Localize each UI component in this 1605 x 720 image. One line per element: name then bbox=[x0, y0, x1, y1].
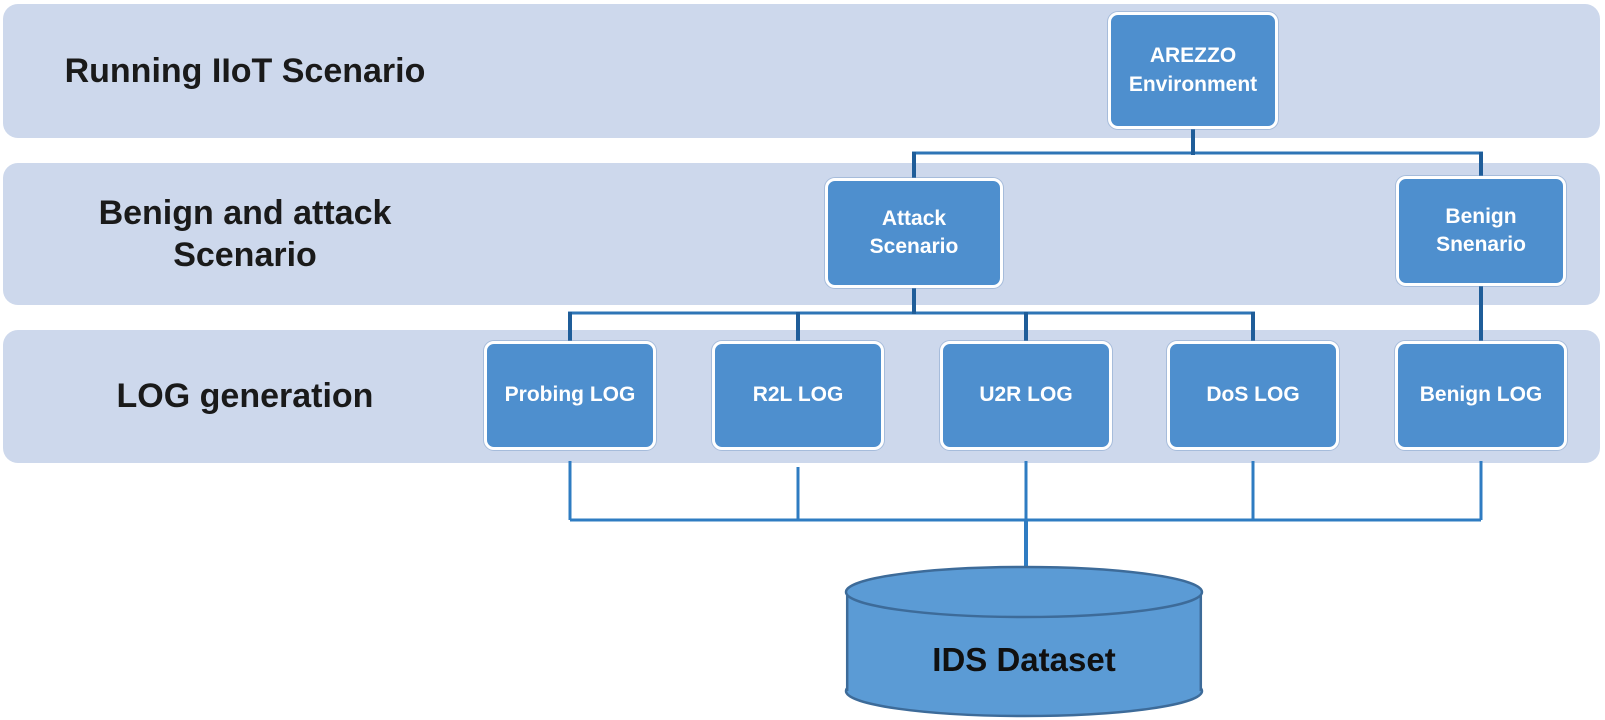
node-attack-scenario: Attack Scenario bbox=[825, 178, 1003, 288]
ids-dataset-label: IDS Dataset bbox=[932, 641, 1116, 678]
node-benign-log: Benign LOG bbox=[1395, 341, 1567, 450]
band-running-iiot-scenario bbox=[3, 4, 1600, 138]
node-dos-log: DoS LOG bbox=[1167, 341, 1339, 450]
band-label-log-generation: LOG generation bbox=[116, 377, 374, 416]
node-probing-log: Probing LOG bbox=[484, 341, 656, 450]
band-label-running-iiot-scenario: Running IIoT Scenario bbox=[64, 51, 426, 90]
node-arezzo-environment: AREZZO Environment bbox=[1108, 12, 1278, 129]
band-benign-and-attack-scenario bbox=[3, 163, 1600, 305]
node-r2l-log: R2L LOG bbox=[712, 341, 884, 450]
node-u2r-log: U2R LOG bbox=[940, 341, 1112, 450]
band-label-benign-and-attack-scenario: Benign and attack Scenario bbox=[98, 193, 392, 275]
node-benign-scenario: Benign Snenario bbox=[1396, 176, 1566, 286]
cylinder-top-ellipse bbox=[844, 565, 1204, 619]
ids-dataset-cylinder bbox=[844, 565, 1204, 718]
